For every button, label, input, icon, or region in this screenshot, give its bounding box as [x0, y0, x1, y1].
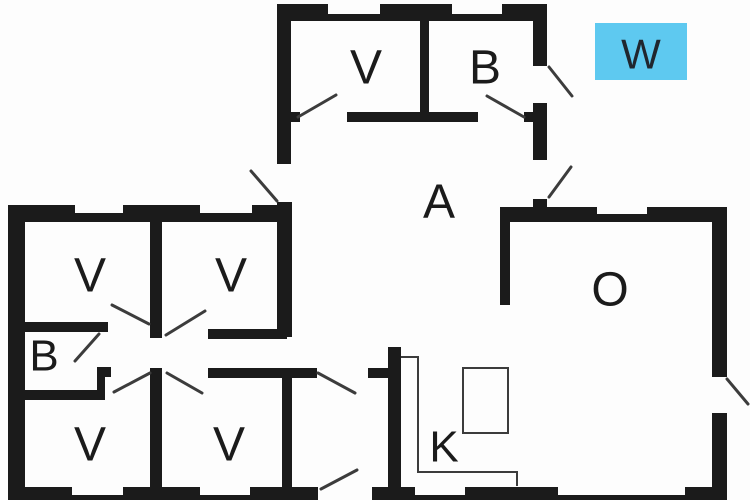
wall-segment	[712, 413, 727, 493]
window	[200, 487, 250, 495]
door-swing	[73, 332, 101, 363]
wall-segment	[8, 205, 25, 500]
legend: W	[595, 23, 687, 80]
room-label-kitchen: K	[429, 423, 458, 472]
window	[200, 203, 252, 213]
room-label-bedroom-se: V	[213, 419, 245, 472]
kitchen-appliance	[462, 367, 509, 434]
door-swing	[316, 371, 357, 395]
wall-segment	[533, 4, 547, 66]
room-label-living-room: O	[591, 264, 628, 317]
wall-segment	[97, 367, 105, 400]
wall-segment	[277, 4, 547, 21]
walls	[8, 4, 727, 500]
kitchen-counter	[401, 356, 518, 486]
room-labels: V B A O K V V B V V	[29, 42, 628, 472]
wall-segment	[8, 322, 108, 332]
wall-segment	[8, 390, 105, 400]
window	[72, 487, 123, 495]
wall-segment	[208, 329, 287, 339]
room-label-bedroom-north: V	[350, 42, 382, 95]
wall-segment	[150, 368, 162, 487]
room-label-bedroom-sw: V	[74, 419, 106, 472]
door-swing	[165, 371, 204, 395]
legend-box	[595, 23, 687, 80]
window	[75, 203, 123, 213]
room-label-bedroom-ne: V	[215, 250, 247, 303]
window	[558, 487, 685, 495]
door-swing	[547, 65, 574, 98]
wall-segment	[291, 112, 300, 122]
wall-segment	[347, 112, 478, 122]
legend-label: W	[621, 31, 661, 78]
room-label-bathroom-north: B	[469, 42, 501, 95]
wall-segment	[282, 378, 292, 487]
door-swing	[296, 93, 338, 119]
room-label-hall: A	[423, 176, 455, 229]
wall-segment	[208, 368, 317, 378]
wall-segment	[500, 207, 727, 222]
window	[452, 2, 502, 14]
door-swing	[112, 371, 152, 394]
wall-segment	[533, 103, 547, 160]
door-swings	[73, 65, 750, 491]
wall-segment	[388, 347, 401, 487]
wall-segment	[277, 4, 291, 164]
door-swing	[110, 303, 151, 326]
wall-segment	[524, 112, 533, 122]
door-swing	[485, 94, 526, 119]
wall-segment	[277, 222, 292, 337]
door-swing	[547, 165, 573, 199]
wall-segment	[368, 368, 390, 378]
door-swing	[725, 377, 750, 406]
room-label-bathroom-west: B	[29, 332, 58, 381]
wall-segment	[712, 207, 727, 377]
window	[328, 2, 380, 14]
wall-segment	[97, 367, 111, 377]
kitchen-fixtures	[401, 356, 518, 486]
door-swing	[249, 169, 279, 203]
wall-segment	[420, 21, 429, 114]
wall-segment	[150, 222, 162, 338]
wall-segment	[500, 222, 510, 305]
room-label-bedroom-nw: V	[74, 250, 106, 303]
windows	[72, 2, 685, 500]
entrance-door-gap	[318, 486, 372, 500]
door-swing	[164, 309, 207, 337]
window	[415, 487, 465, 495]
window	[597, 206, 647, 214]
door-swing	[319, 468, 359, 491]
